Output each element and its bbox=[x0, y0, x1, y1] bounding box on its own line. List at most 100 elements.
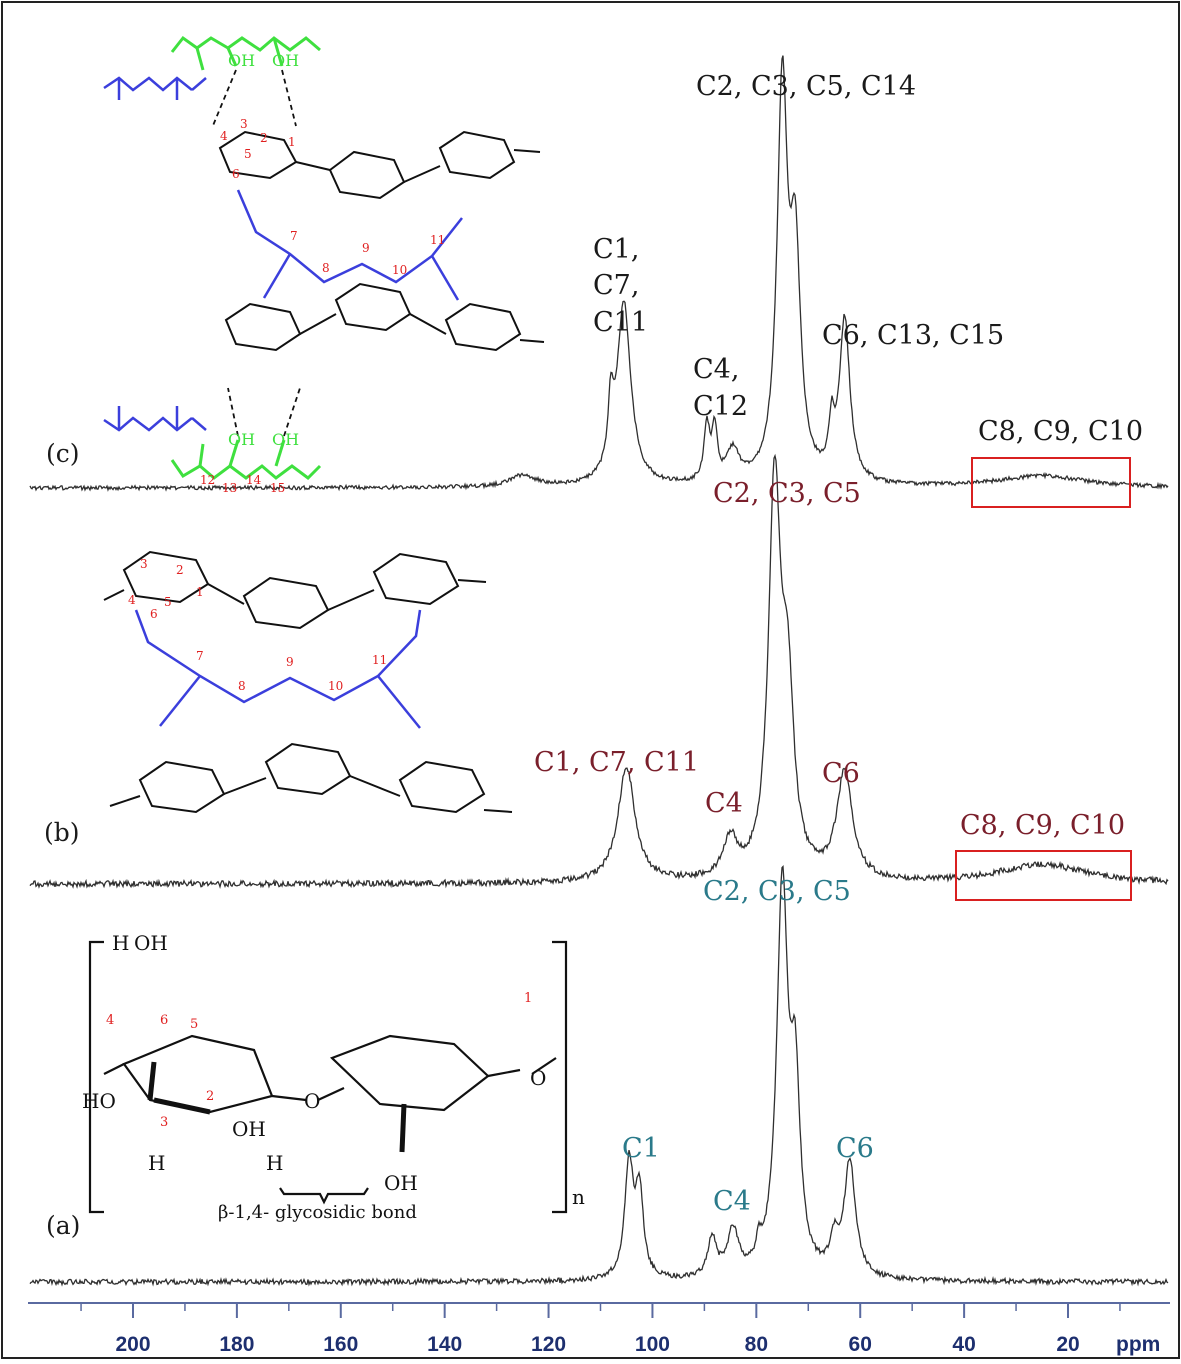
atom-a-h1: H bbox=[266, 1151, 283, 1175]
x-tick-label-140: 140 bbox=[427, 1333, 462, 1356]
x-tick-label-100: 100 bbox=[635, 1333, 670, 1356]
atom-number-a-1: 1 bbox=[524, 991, 532, 1006]
atom-number-b-10: 10 bbox=[328, 679, 343, 693]
x-tick-label-180: 180 bbox=[219, 1333, 254, 1356]
highlight-box-c bbox=[971, 457, 1131, 508]
spectrum-trace-a bbox=[29, 865, 1169, 1287]
repeat-subscript: n bbox=[572, 1185, 585, 1209]
atom-number-c-9: 9 bbox=[362, 241, 370, 255]
structure-b-numbers: 1 2 3 4 5 6 7 8 9 10 11 bbox=[128, 557, 387, 693]
spectrum-label-a: (a) bbox=[46, 1211, 80, 1240]
pva-chain-top bbox=[170, 35, 321, 71]
atom-number-c-6: 6 bbox=[232, 167, 240, 181]
atom-number-c-10: 10 bbox=[392, 263, 407, 277]
x-tick-label-60: 60 bbox=[849, 1333, 872, 1356]
atom-number-c-12: 12 bbox=[200, 473, 215, 487]
glycosidic-brace bbox=[279, 1187, 369, 1205]
annotations-b: C2, C3, C5 C1, C7, C11 C4 C6 C8, C9, C10 bbox=[534, 478, 1125, 841]
cellulose-chain-upper-b bbox=[103, 550, 487, 630]
atom-number-c-5: 5 bbox=[244, 147, 252, 161]
cellulose-chain-lower-c bbox=[224, 282, 545, 352]
pva-hydroxyl-4: OH bbox=[272, 430, 299, 449]
peak-label-c-main: C2, C3, C5, C14 bbox=[696, 71, 916, 102]
peak-label-c-c4-line1: C4, bbox=[693, 354, 739, 385]
bracket-right bbox=[552, 940, 568, 1214]
peak-label-b-c6: C6 bbox=[822, 758, 860, 789]
structure-c-text: OH OH OH OH bbox=[228, 51, 299, 449]
x-tick-label-20: 20 bbox=[1056, 1333, 1079, 1356]
structure-a-text: H OH HO H O OH H O OH n β-1,4- glycosidi… bbox=[82, 931, 585, 1223]
pva-hydroxyl-3: OH bbox=[228, 430, 255, 449]
peak-label-a-c1: C1 bbox=[622, 1133, 660, 1164]
x-tick-label-40: 40 bbox=[952, 1333, 975, 1356]
peak-label-b-c1: C1, C7, C11 bbox=[534, 747, 699, 778]
atom-number-c-8: 8 bbox=[322, 261, 330, 275]
peak-label-c-c1-line1: C1, bbox=[593, 234, 639, 265]
x-tick-label-160: 160 bbox=[323, 1333, 358, 1356]
annotations-a: C2, C3, C5 C1 C4 C6 bbox=[622, 876, 874, 1217]
atom-number-c-2: 2 bbox=[260, 131, 268, 145]
pva-hydroxyl-1: OH bbox=[228, 51, 255, 70]
linker-fragment-top bbox=[103, 76, 207, 100]
spectrum-trace-c bbox=[29, 55, 1169, 492]
cellulose-chain-upper-c bbox=[218, 130, 541, 200]
atom-number-b-11: 11 bbox=[372, 653, 387, 667]
atom-a-ho3: HO bbox=[82, 1089, 116, 1113]
atom-a-oh-ch2: OH bbox=[384, 1171, 418, 1195]
atom-number-a-4: 4 bbox=[106, 1013, 114, 1028]
structure-b bbox=[103, 550, 513, 814]
x-axis-unit: ppm bbox=[1116, 1333, 1160, 1356]
structure-a-numbers: 1 2 3 4 5 6 bbox=[106, 991, 532, 1130]
atom-a-o-link: O bbox=[304, 1089, 320, 1113]
atom-number-c-1: 1 bbox=[288, 135, 296, 149]
atom-a-o-terminal: O bbox=[530, 1066, 546, 1090]
peak-label-c-c6: C6, C13, C15 bbox=[822, 320, 1004, 351]
pva-chain-bottom bbox=[170, 439, 322, 480]
atom-number-b-9: 9 bbox=[286, 655, 294, 669]
atom-number-c-11: 11 bbox=[430, 233, 445, 247]
glycosidic-bond-caption: β-1,4- glycosidic bond bbox=[218, 1202, 417, 1223]
atom-number-c-7: 7 bbox=[290, 229, 298, 243]
structure-a bbox=[88, 940, 568, 1214]
spectrum-label-c: (c) bbox=[46, 439, 80, 468]
atom-number-b-2: 2 bbox=[176, 563, 184, 577]
atom-number-b-4: 4 bbox=[128, 593, 136, 607]
atom-number-b-1: 1 bbox=[196, 585, 204, 599]
peak-label-a-c6: C6 bbox=[836, 1133, 874, 1164]
peak-label-c-c4-line2: C12 bbox=[693, 391, 748, 422]
peak-label-b-main: C2, C3, C5 bbox=[713, 478, 861, 509]
peak-label-b-c4: C4 bbox=[705, 788, 743, 819]
atom-number-a-6: 6 bbox=[160, 1013, 168, 1028]
hydrogen-bonds bbox=[211, 69, 301, 437]
spectrum-trace-b bbox=[29, 453, 1169, 889]
atom-number-c-13: 13 bbox=[222, 481, 237, 495]
pva-hydroxyl-2: OH bbox=[272, 51, 299, 70]
peak-label-c-c1-line2: C7, bbox=[593, 270, 639, 301]
structure-c-numbers: 1 2 3 4 5 6 7 8 9 10 11 12 13 14 15 bbox=[200, 117, 445, 495]
atom-number-c-14: 14 bbox=[246, 473, 262, 487]
spectra-traces bbox=[29, 55, 1169, 1287]
x-tick-label-200: 200 bbox=[115, 1333, 150, 1356]
atom-a-h4: H bbox=[112, 931, 129, 955]
peak-label-b-c8: C8, C9, C10 bbox=[960, 810, 1125, 841]
crosslinker-c bbox=[236, 189, 463, 301]
atom-number-b-5: 5 bbox=[164, 595, 172, 609]
atom-number-c-15: 15 bbox=[270, 481, 285, 495]
highlight-box-b bbox=[955, 850, 1132, 901]
atom-number-b-7: 7 bbox=[196, 649, 204, 663]
atom-number-a-2: 2 bbox=[206, 1089, 214, 1104]
crosslinker-b bbox=[134, 609, 422, 729]
atom-number-b-3: 3 bbox=[140, 557, 148, 571]
atom-number-a-5: 5 bbox=[190, 1017, 198, 1032]
linker-fragment-bottom bbox=[103, 406, 207, 432]
x-tick-label-80: 80 bbox=[745, 1333, 768, 1356]
atom-a-h3: H bbox=[148, 1151, 165, 1175]
atom-number-b-6: 6 bbox=[150, 607, 158, 621]
atom-number-c-4: 4 bbox=[220, 129, 228, 143]
structure-c bbox=[103, 35, 545, 480]
atom-a-oh6: OH bbox=[134, 931, 168, 955]
